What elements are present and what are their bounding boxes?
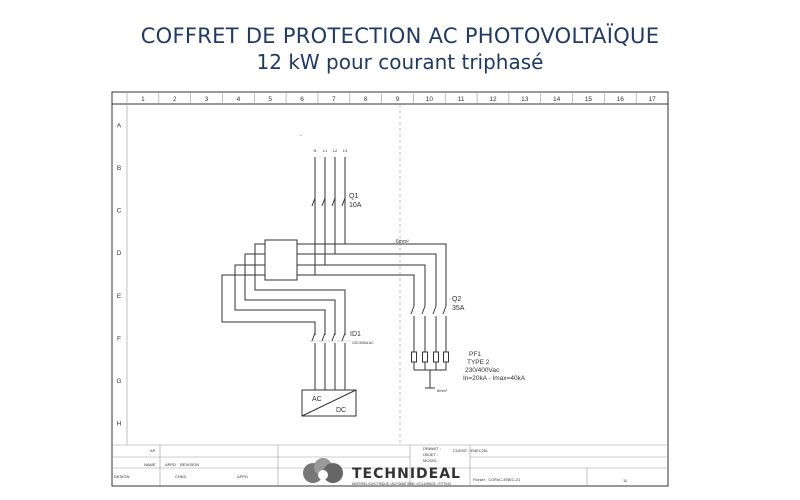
row-label: B: [117, 165, 121, 172]
pole-contact: [341, 332, 346, 342]
column-label: 17: [648, 96, 656, 103]
inverter: [301, 345, 357, 417]
tb-name: NAME: [144, 462, 156, 467]
earth-cable-label: 6mm²: [437, 388, 448, 393]
row-label: A: [117, 122, 122, 129]
tb-client: CLIENT : ENEC20L: [453, 448, 489, 453]
column-label: 4: [237, 96, 241, 103]
pole-contact: [432, 305, 437, 315]
meter-module: [264, 239, 298, 281]
pf1-label: PF1: [469, 351, 481, 358]
row-label: H: [117, 421, 122, 428]
module-wiring: [221, 160, 447, 335]
tb-sheet: 11: [623, 478, 628, 483]
pf1-current: In=20kA - Imax=40kA: [463, 375, 526, 382]
column-label: 8: [364, 96, 368, 103]
q1-label: Q1: [349, 193, 358, 200]
pf1-voltage: 230/400Vac: [465, 367, 500, 374]
tb-appd: APPD: [165, 462, 176, 467]
column-label: 3: [205, 96, 209, 103]
pf1-type: TYPE 2: [467, 359, 490, 366]
inverter-dc-label: DC: [336, 407, 346, 414]
tb-fichier: Fichier : COFAC-ENEC-21: [473, 477, 521, 482]
title-block: [112, 444, 668, 486]
page-title: COFFRET DE PROTECTION AC PHOTOVOLTAÏQUE: [140, 24, 660, 48]
column-label: 11: [458, 96, 465, 103]
surge-module: [443, 351, 449, 363]
id1-label: ID1: [350, 331, 361, 338]
row-label: D: [117, 250, 122, 257]
surge-module: [433, 351, 439, 363]
row-label: F: [117, 335, 121, 342]
tb-appd2: APPD: [237, 474, 248, 479]
tb-design: DESIGN: [114, 474, 129, 479]
pole-contact: [410, 305, 415, 315]
page-subtitle: 12 kW pour courant triphasé: [256, 50, 544, 74]
tb-chkd: CHKD: [175, 474, 186, 479]
tb-drawit: DRAWIT :: [423, 446, 441, 451]
row-label: E: [117, 293, 122, 300]
surge-module: [422, 351, 428, 363]
mark: -: [300, 133, 302, 139]
logo-text: TECHNIDEAL: [352, 466, 461, 482]
q1-rating: 10A: [349, 202, 362, 209]
logo-tagline: MATERIEL ELECTRIQUE • AUTOMATISME • ECLA…: [352, 482, 452, 486]
pole-contact: [321, 332, 326, 342]
column-label: 1: [141, 96, 145, 103]
column-label: 14: [553, 96, 561, 103]
id1-rating: 230-30MA AC: [352, 341, 374, 345]
column-label: 12: [489, 96, 497, 103]
row-label: C: [117, 208, 122, 215]
column-label: 5: [268, 96, 272, 103]
row-label: G: [116, 378, 121, 385]
pole-contact: [421, 305, 426, 315]
surge-protector-pf1: [411, 351, 449, 389]
surge-module: [411, 351, 417, 363]
phase-label: L3: [343, 148, 348, 153]
tb-model: MODEL :: [423, 458, 439, 463]
pole-contact: [311, 332, 316, 342]
id1-differential: [310, 332, 352, 347]
pole-contact: [331, 332, 336, 342]
column-label: 9: [396, 96, 400, 103]
phase-label: N: [314, 148, 317, 153]
q1-breaker: N L1 L2 L3 -: [300, 133, 348, 212]
cable-label: 6mm²: [396, 239, 409, 245]
column-label: 13: [521, 96, 529, 103]
q2-label: Q2: [452, 296, 461, 303]
inverter-ac-label: AC: [312, 396, 322, 403]
tb-objet: OBJET :: [423, 452, 438, 457]
tb-ap: AP: [150, 448, 156, 453]
column-label: 2: [173, 96, 177, 103]
column-label: 7: [332, 96, 336, 103]
tb-revision: REVISION: [180, 462, 199, 467]
column-label: 15: [585, 96, 593, 103]
phase-label: L2: [333, 148, 338, 153]
column-label: 16: [617, 96, 625, 103]
q2-breaker: [410, 300, 447, 352]
drawing-frame: [111, 91, 669, 487]
column-label: 6: [300, 96, 304, 103]
row-ruler: A B C D E F G H: [116, 122, 121, 427]
technideal-logo-icon: TECHNIDEAL MATERIEL ELECTRIQUE • AUTOMAT…: [303, 458, 461, 486]
phase-label: L1: [323, 148, 328, 153]
column-label: 10: [426, 96, 434, 103]
pole-contact: [442, 305, 447, 315]
q2-rating: 35A: [452, 305, 465, 312]
